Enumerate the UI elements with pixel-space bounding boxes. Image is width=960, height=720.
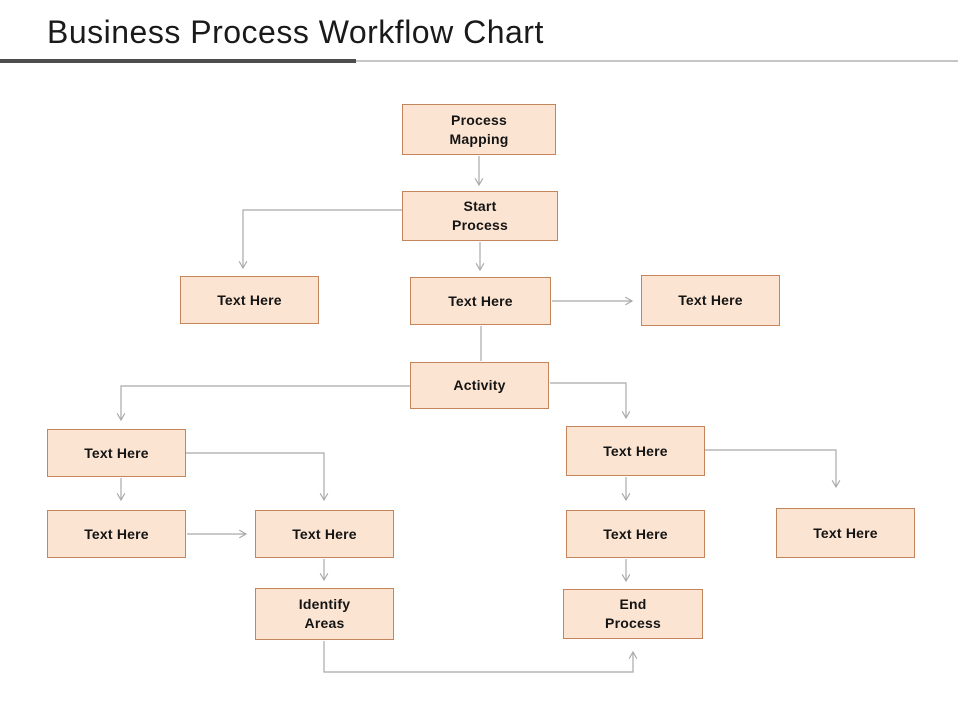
node-text-here-mid-left: Text Here: [47, 429, 186, 477]
connector-activity-to-mid-left: [116, 385, 410, 422]
node-label: Text Here: [217, 291, 282, 308]
node-label: Text Here: [603, 442, 668, 459]
node-text-here-row4-col3: Text Here: [566, 510, 705, 558]
node-process-mapping: Process Mapping: [402, 104, 556, 155]
node-label: Text Here: [603, 525, 668, 542]
connector-activity-to-mid-right: [550, 382, 631, 420]
node-text-here-row4-col2: Text Here: [255, 510, 394, 558]
node-identify-areas: Identify Areas: [255, 588, 394, 640]
node-label: Text Here: [84, 525, 149, 542]
page-title: Business Process Workflow Chart: [47, 14, 544, 50]
node-label: Text Here: [292, 525, 357, 542]
node-text-here-top-center: Text Here: [410, 277, 551, 325]
node-text-here-row4-col4: Text Here: [776, 508, 915, 558]
node-label: Identify Areas: [298, 596, 351, 631]
node-end-process: End Process: [563, 589, 703, 639]
connector-mid-right-to-row4-col4: [705, 449, 841, 489]
connector-start-process-to-top-left: [238, 209, 402, 270]
node-text-here-mid-right: Text Here: [566, 426, 705, 476]
title-accent-rule: [0, 59, 356, 63]
title-rule-extension: [356, 60, 958, 62]
connector-mid-left-to-row4-col2: [186, 452, 329, 502]
node-label: Text Here: [448, 292, 513, 309]
node-label: End Process: [605, 596, 661, 631]
node-activity: Activity: [410, 362, 549, 409]
node-label: Start Process: [452, 198, 508, 233]
node-label: Text Here: [84, 444, 149, 461]
node-text-here-top-right: Text Here: [641, 275, 780, 326]
node-label: Process Mapping: [449, 111, 509, 147]
node-start-process: Start Process: [402, 191, 558, 241]
node-label: Text Here: [678, 292, 743, 308]
node-label: Activity: [453, 377, 506, 393]
node-text-here-row4-col1: Text Here: [47, 510, 186, 558]
node-text-here-top-left: Text Here: [180, 276, 319, 324]
node-label: Text Here: [813, 524, 878, 541]
connector-identify-areas-to-end-process: [323, 641, 638, 673]
